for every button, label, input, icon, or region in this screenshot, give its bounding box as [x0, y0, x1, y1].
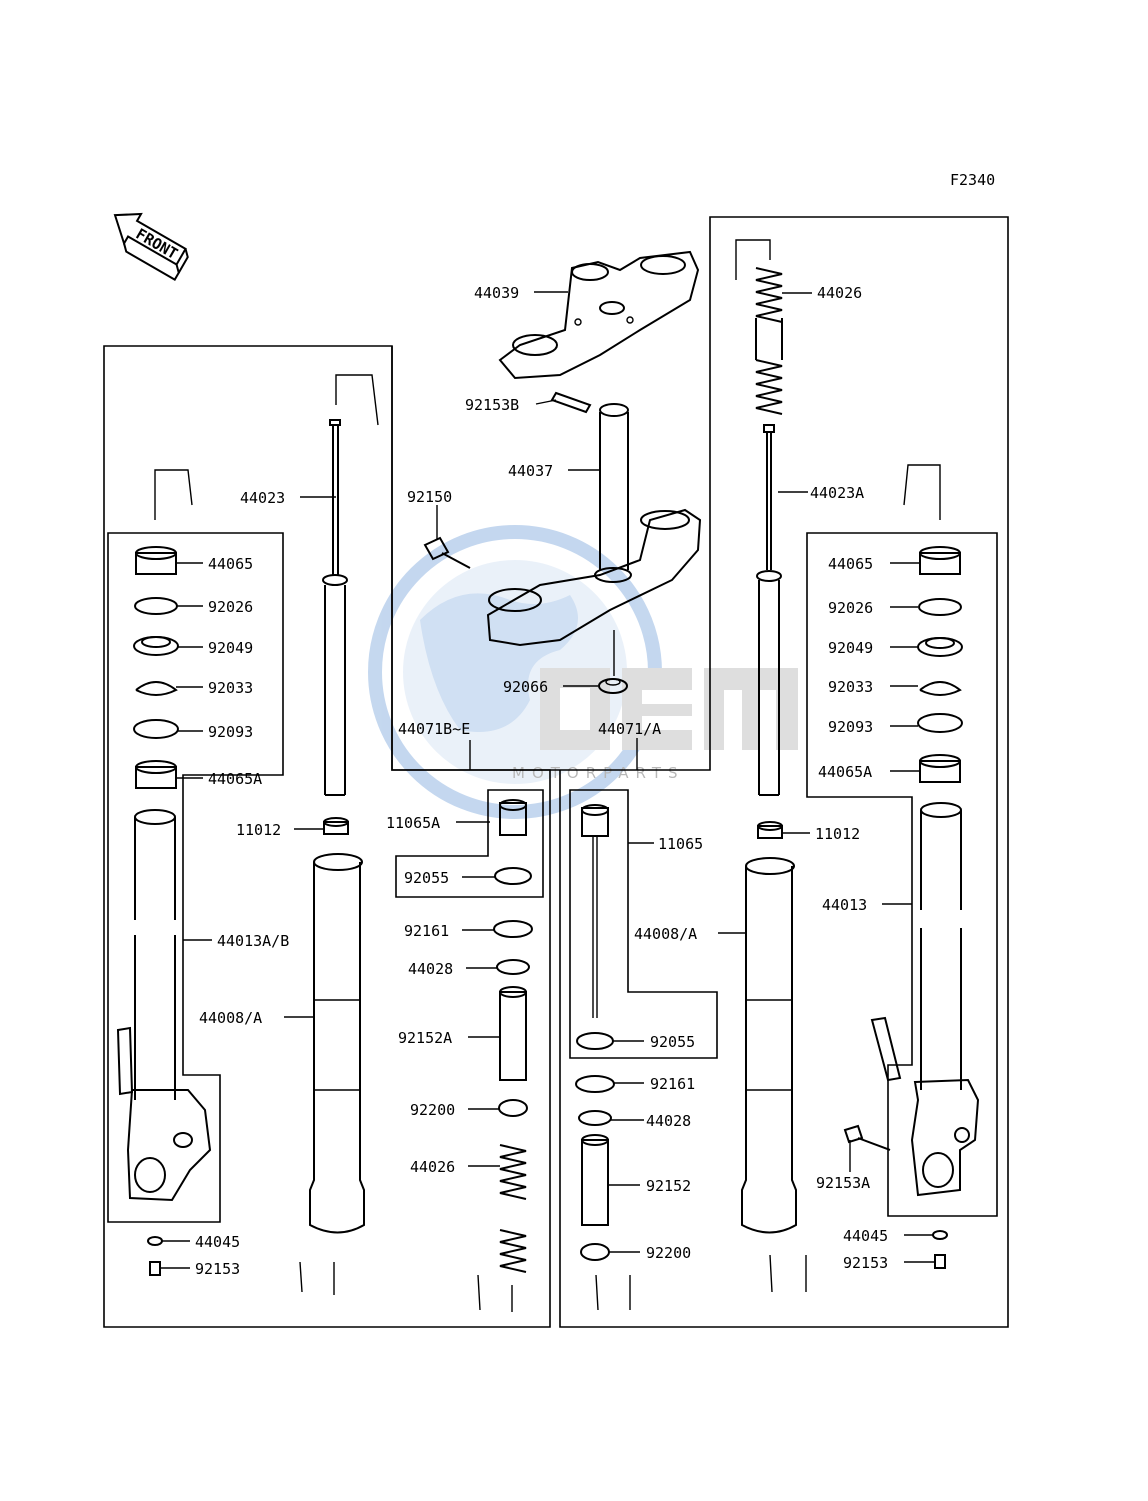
- label-44026-top: 44026: [817, 284, 862, 302]
- right-axle-bracket: [870, 1016, 980, 1197]
- label-mid-44028: 44028: [408, 960, 453, 978]
- collar-44028-right: [578, 1110, 612, 1126]
- label-right-92033: 92033: [828, 678, 873, 696]
- left-inner-tube-44013AB: [134, 809, 176, 1100]
- label-right-92055: 92055: [650, 1033, 695, 1051]
- label-left-92153: 92153: [195, 1260, 240, 1278]
- label-left-44065: 44065: [208, 555, 253, 573]
- label-92153B: 92153B: [465, 396, 519, 414]
- left-cap-box: [395, 789, 544, 898]
- left-outer-tube-box: [107, 532, 284, 1223]
- bolt-92153A-part: [843, 1124, 891, 1151]
- label-right-92152: 92152: [646, 1177, 691, 1195]
- center-steering-box: [391, 216, 1009, 1328]
- left-seal-stack: [133, 469, 193, 789]
- left-fork-box: [103, 345, 551, 1328]
- label-92066: 92066: [503, 678, 548, 696]
- label-right-92049: 92049: [828, 639, 873, 657]
- label-left-92093: 92093: [208, 723, 253, 741]
- label-right-92161: 92161: [650, 1075, 695, 1093]
- right-seal-stack: [903, 464, 963, 783]
- label-mid-44026: 44026: [410, 1158, 455, 1176]
- label-44023: 44023: [240, 489, 285, 507]
- o-ring-92055-right: [576, 1032, 614, 1050]
- bolt-92150-part: [423, 536, 471, 569]
- label-44071B-E: 44071B~E: [398, 720, 470, 738]
- spring-seat-92161-right: [575, 1075, 615, 1093]
- cap-bolt-11065: [581, 804, 609, 1018]
- label-92150: 92150: [407, 488, 452, 506]
- label-left-44008A: 44008/A: [199, 1009, 262, 1027]
- cap-bolt-11065A: [499, 799, 527, 836]
- label-left-92049: 92049: [208, 639, 253, 657]
- right-washer-44045: [932, 1230, 948, 1240]
- right-bolt-92153: [934, 1254, 946, 1269]
- label-right-92153A: 92153A: [816, 1174, 870, 1192]
- right-cap-box: [569, 789, 718, 1059]
- label-mid-11065A: 11065A: [386, 814, 440, 832]
- spacer-92152: [581, 1134, 609, 1226]
- leader-lines: [160, 291, 935, 1269]
- watermark: MOTORPARTS: [368, 525, 798, 819]
- left-bolt-92153: [149, 1261, 161, 1276]
- label-right-11012: 11012: [815, 825, 860, 843]
- right-outer-tube-box: [806, 532, 998, 1217]
- label-mid-92200: 92200: [410, 1101, 455, 1119]
- label-right-92200: 92200: [646, 1244, 691, 1262]
- left-slide-bushing-11012: [323, 817, 349, 835]
- label-right-44013: 44013: [822, 896, 867, 914]
- figure-code: F2340: [950, 171, 995, 189]
- label-mid-92161: 92161: [404, 922, 449, 940]
- label-right-44008A: 44008/A: [634, 925, 697, 943]
- spring-seat-92161-left: [493, 920, 533, 938]
- left-tube-break-lines: [299, 1261, 335, 1295]
- o-ring-92055-left: [494, 867, 532, 885]
- left-outer-tube-44008A: [309, 853, 365, 1234]
- label-44037: 44037: [508, 462, 553, 480]
- label-left-44065A: 44065A: [208, 770, 262, 788]
- front-arrow-icon: FRONT: [113, 212, 189, 282]
- spring-44026-right: [735, 239, 783, 415]
- front-label: FRONT: [133, 225, 181, 263]
- label-left-44013AB: 44013A/B: [217, 932, 289, 950]
- label-right-44065A: 44065A: [818, 763, 872, 781]
- callout-labels: 44039 92153B 44037 92150 92066 44071B~E …: [195, 284, 888, 1278]
- left-washer-44045: [147, 1236, 163, 1246]
- label-mid-92055: 92055: [404, 869, 449, 887]
- label-44039: 44039: [474, 284, 519, 302]
- right-slide-bushing-11012: [757, 821, 783, 839]
- label-left-44045: 44045: [195, 1233, 240, 1251]
- bushing-92200-left: [498, 1099, 528, 1117]
- label-left-92026: 92026: [208, 598, 253, 616]
- globe-icon: [368, 525, 662, 819]
- label-right-44045: 44045: [843, 1227, 888, 1245]
- watermark-sub: MOTORPARTS: [512, 764, 685, 782]
- left-damper-rod-44023: [322, 419, 348, 796]
- right-damper-rod-44023A: [756, 424, 782, 796]
- bolt-92153B-part: [550, 391, 592, 414]
- label-left-92033: 92033: [208, 679, 253, 697]
- upper-triple-clamp: [498, 250, 700, 380]
- left-rod-break-lines: [335, 374, 379, 426]
- spacer-92152A: [499, 986, 527, 1081]
- spring-44026-left: [477, 1144, 527, 1312]
- label-right-92093: 92093: [828, 718, 873, 736]
- label-right-92026: 92026: [828, 599, 873, 617]
- label-right-92153: 92153: [843, 1254, 888, 1272]
- label-44023A: 44023A: [810, 484, 864, 502]
- nut-92066-part: [598, 678, 628, 694]
- bushing-92200-right: [580, 1243, 631, 1311]
- label-44071A: 44071/A: [598, 720, 661, 738]
- collar-44028-left: [496, 959, 530, 975]
- right-outer-tube-44008A: [741, 857, 807, 1293]
- right-inner-tube-44013: [920, 802, 962, 1090]
- steering-stem-lower-clamp: [486, 403, 702, 647]
- label-right-11065: 11065: [658, 835, 703, 853]
- label-right-44028: 44028: [646, 1112, 691, 1130]
- label-mid-92152A: 92152A: [398, 1029, 452, 1047]
- label-left-11012: 11012: [236, 821, 281, 839]
- left-axle-bracket: [116, 1026, 212, 1202]
- label-right-44065: 44065: [828, 555, 873, 573]
